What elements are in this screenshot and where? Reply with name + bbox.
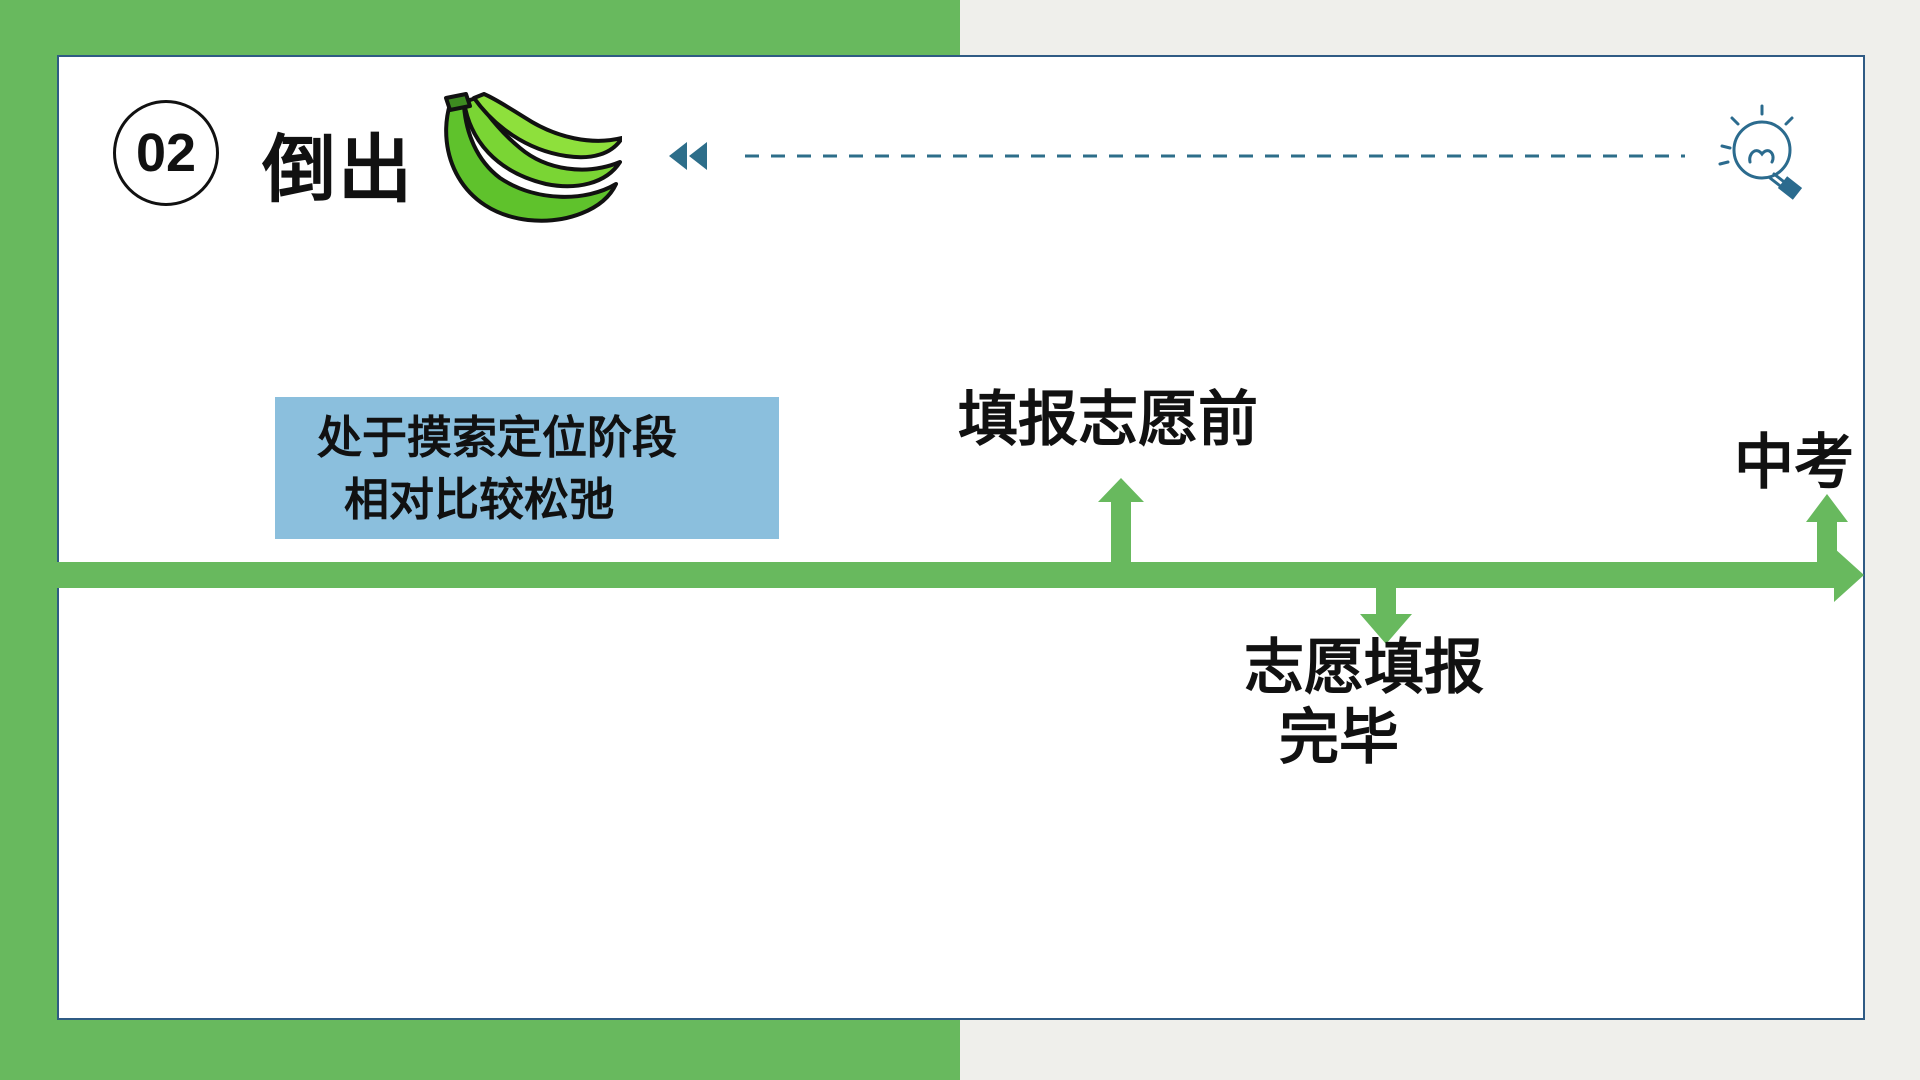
- timeline-arrowhead: [1834, 548, 1864, 602]
- up-arrow-exam: [1806, 494, 1848, 562]
- timeline-label-before-filling: 填报志愿前: [958, 385, 1258, 455]
- up-arrow-before-filling: [1098, 478, 1144, 562]
- timeline-label-filling-done-2: 完毕: [1279, 703, 1399, 773]
- banana-icon: [444, 92, 622, 223]
- rewind-icon: [669, 142, 1685, 170]
- down-arrow-filling-done: [1360, 588, 1412, 644]
- section-number-badge: 02: [113, 100, 219, 206]
- section-title: 倒出: [262, 127, 414, 213]
- lightbulb-icon: [1718, 104, 1803, 200]
- timeline-axis: [57, 562, 1837, 588]
- note-line-2: 相对比较松弛: [344, 473, 615, 526]
- timeline-label-exam: 中考: [1734, 428, 1854, 498]
- note-line-1: 处于摸索定位阶段: [317, 411, 678, 464]
- status-note-box: 处于摸索定位阶段 相对比较松弛: [275, 397, 779, 539]
- timeline-label-filling-done-1: 志愿填报: [1244, 633, 1484, 703]
